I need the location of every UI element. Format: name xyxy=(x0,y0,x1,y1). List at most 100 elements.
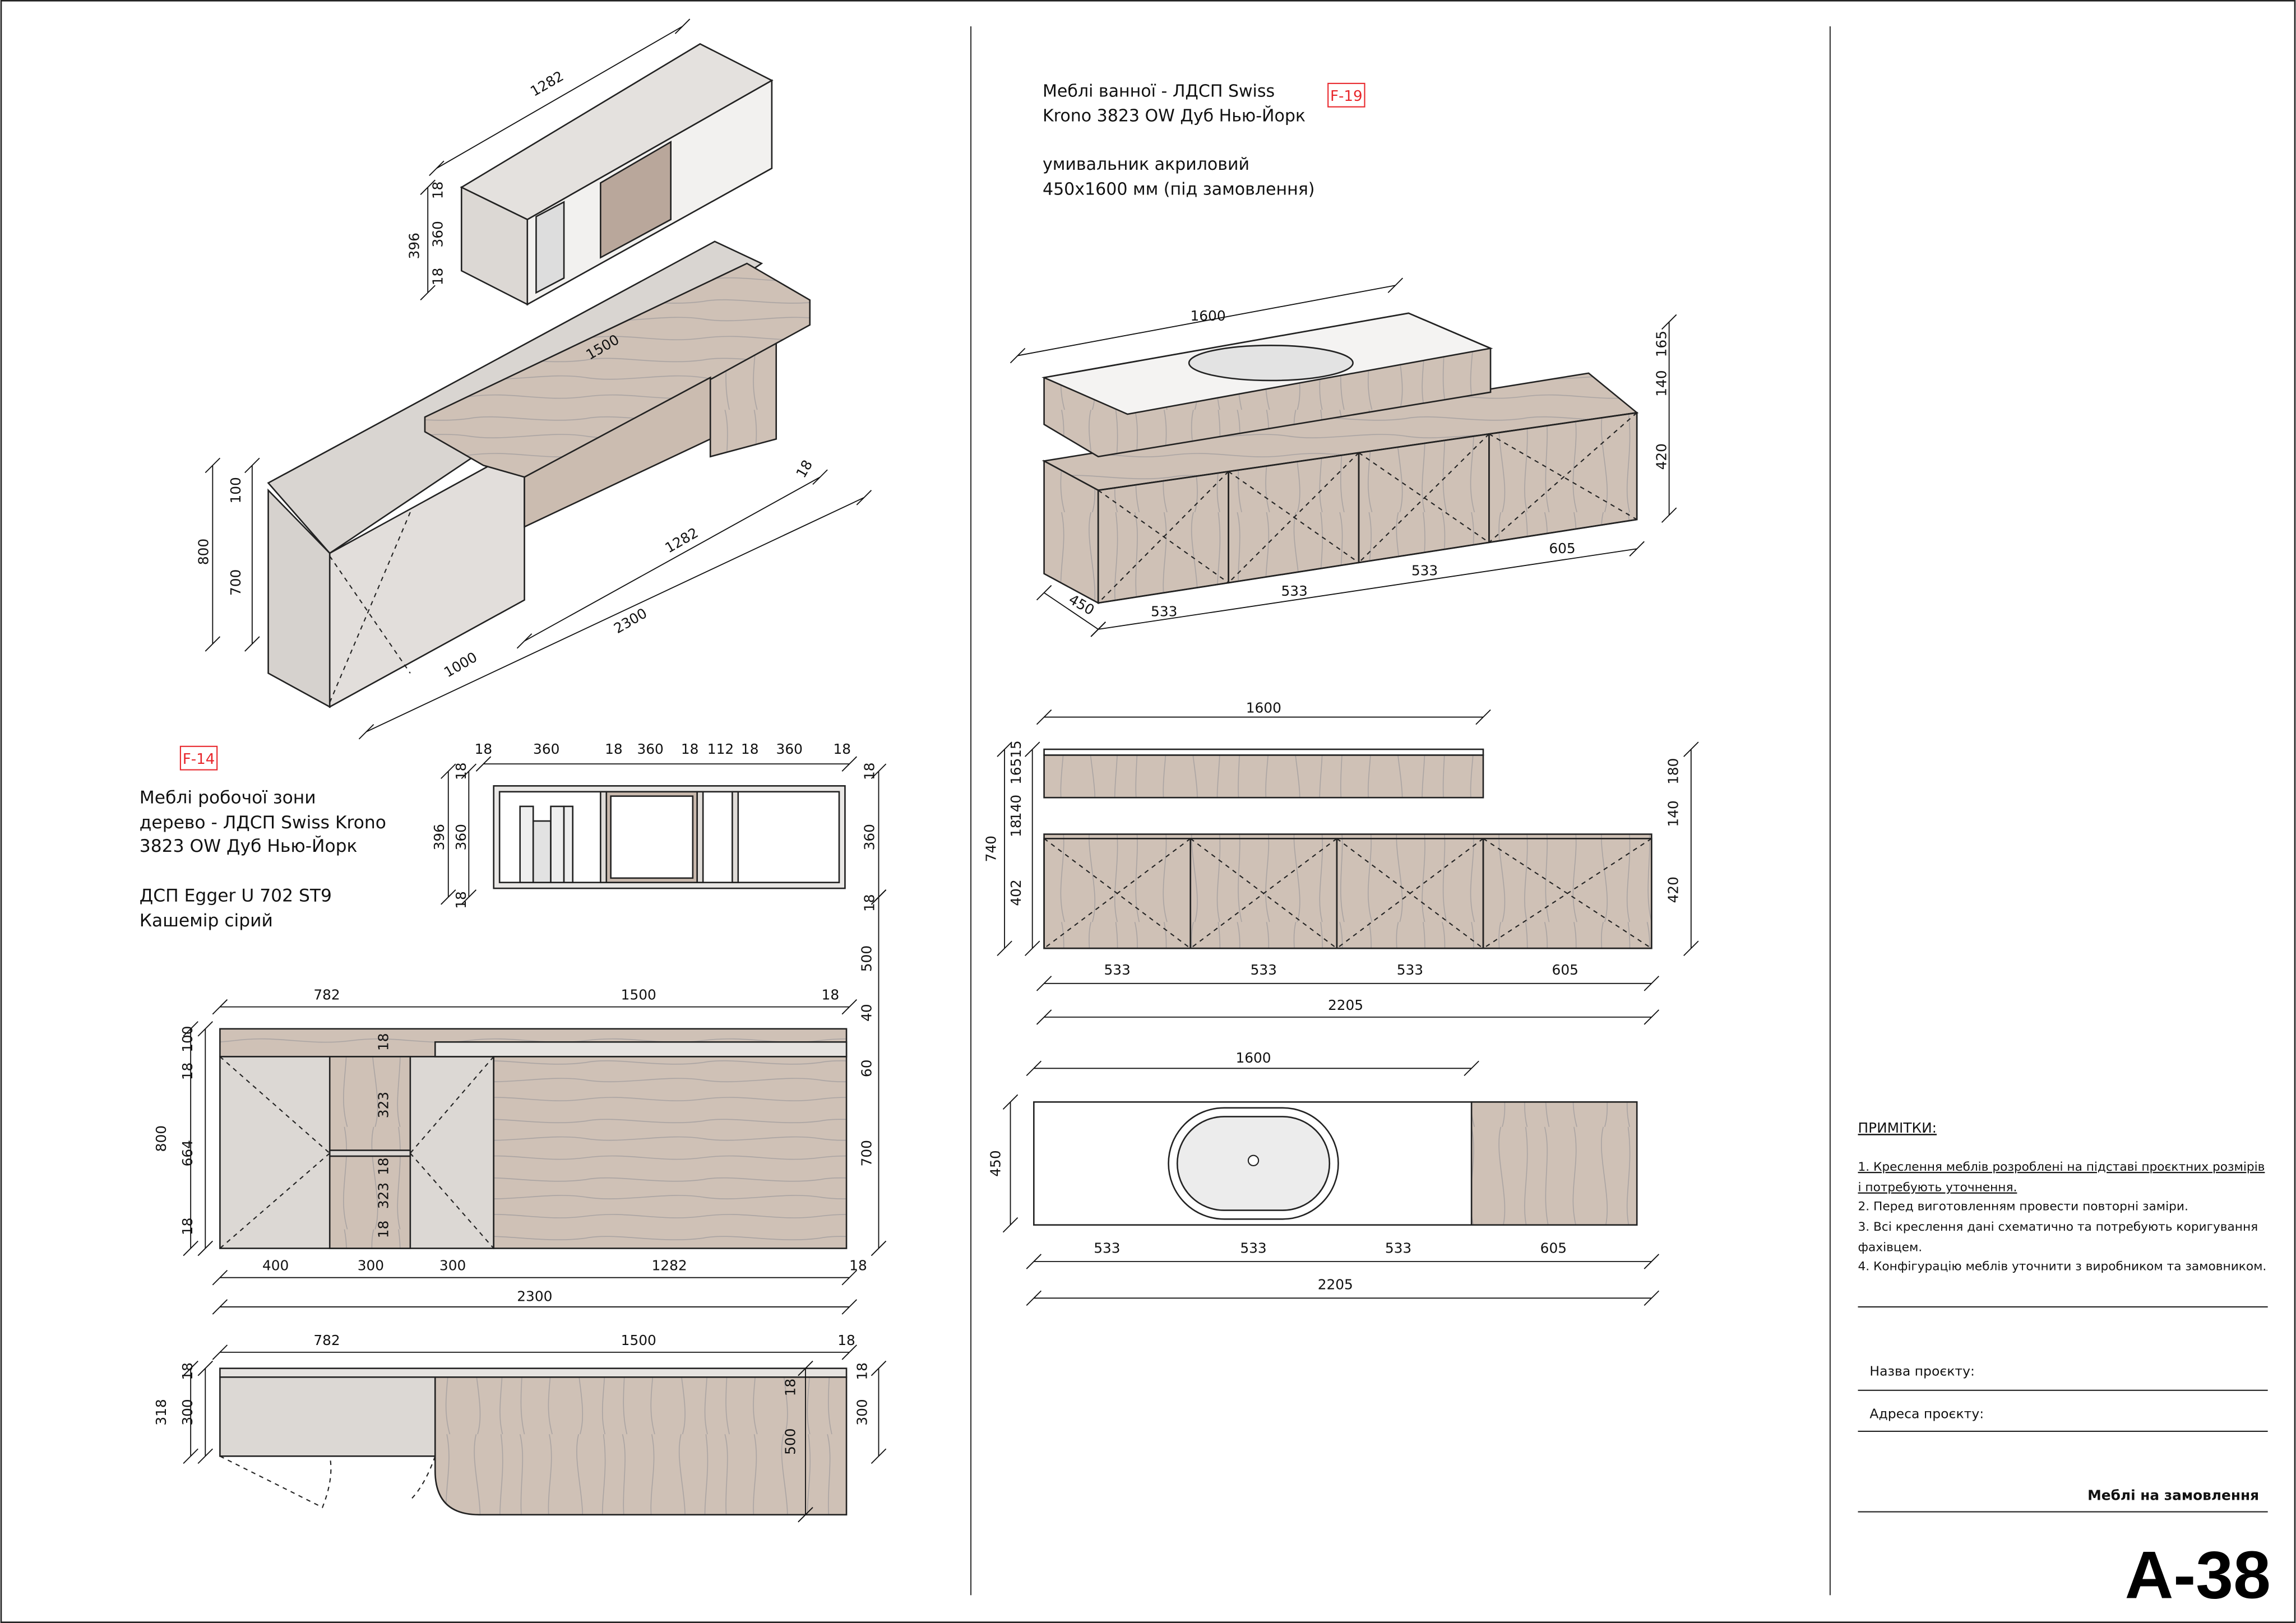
dimension-label: 318 xyxy=(153,1399,169,1425)
dimension-label: 18 xyxy=(179,1063,196,1081)
dimension-tick xyxy=(244,457,260,474)
dimension-label: 165 xyxy=(1653,331,1669,357)
dimension-tick xyxy=(212,999,228,1015)
f19-sink-2: 450x1600 мм (під замовлення) xyxy=(1043,179,1315,199)
dimension-label: 2205 xyxy=(1328,997,1363,1013)
dimension-tick xyxy=(871,1448,887,1464)
dimension-tick xyxy=(1644,1254,1660,1269)
dimension-tick xyxy=(516,633,533,649)
dimension-tick xyxy=(475,756,492,772)
dimension-label: 2205 xyxy=(1318,1277,1353,1293)
dimension-tick xyxy=(1024,741,1040,757)
f19-description-1: Меблі ванної - ЛДСП Swiss xyxy=(1043,81,1275,101)
f14-isometric-view xyxy=(267,43,811,708)
dimension-label: 40 xyxy=(858,1004,874,1022)
dimension-label: 533 xyxy=(1281,583,1307,599)
dimension-tick xyxy=(1036,709,1052,725)
dimension-label: 533 xyxy=(1094,1240,1120,1256)
dimension-tick xyxy=(871,1240,887,1256)
dimension-label: 533 xyxy=(1397,962,1423,978)
dimension-label: 180 xyxy=(1665,758,1681,785)
dimension-label: 782 xyxy=(313,987,340,1003)
f14-tag-box xyxy=(179,745,218,771)
dimension-label: 18 xyxy=(822,987,840,1003)
dimension-tick xyxy=(841,999,857,1015)
dimension-label: 18 xyxy=(837,1332,855,1348)
dimension-tick xyxy=(205,636,221,652)
dimension-label: 1500 xyxy=(621,987,656,1003)
f14-description-3: 3823 OW Дуб Нью-Йорк xyxy=(140,835,358,856)
dimension-tick xyxy=(871,1360,887,1376)
dimension-label: 420 xyxy=(1665,877,1681,903)
dimension-tick xyxy=(1475,709,1491,725)
dimension-label: 18 xyxy=(179,1218,196,1236)
f14-material2-1: ДСП Egger U 702 ST9 xyxy=(140,886,332,906)
dimension-label: 140 xyxy=(1653,370,1669,397)
dimension-label: 18 xyxy=(862,762,878,780)
dimension-label: 360 xyxy=(533,741,559,757)
dimension-label: 300 xyxy=(854,1399,871,1425)
dimension-label: 360 xyxy=(453,824,469,850)
dimension-tick xyxy=(358,724,374,740)
dimension-label: 402 xyxy=(1008,879,1024,906)
dimension-label: 360 xyxy=(429,221,446,247)
dimension-line xyxy=(1098,548,1637,630)
dimension-label: 323 xyxy=(376,1183,392,1209)
dimension-label: 18 xyxy=(475,741,493,757)
dimension-label: 1282 xyxy=(652,1258,687,1274)
dimension-label: 533 xyxy=(1251,962,1277,978)
dimension-label: 533 xyxy=(1240,1240,1266,1256)
dimension-tick xyxy=(871,889,887,905)
dimension-tick xyxy=(674,18,691,34)
dimension-tick xyxy=(1661,507,1677,523)
f19-description-2: Krono 3823 OW Дуб Нью-Йорк xyxy=(1043,106,1306,126)
dimension-label: 396 xyxy=(431,824,447,850)
dimension-tick xyxy=(197,1240,213,1256)
dimension-label: 500 xyxy=(858,945,874,972)
f19-plan-view xyxy=(1033,1101,1638,1226)
dimension-label: 18 xyxy=(793,457,816,481)
dimension-tick xyxy=(197,1021,213,1037)
f14-front-elevation xyxy=(219,1028,848,1249)
dimension-tick xyxy=(441,889,456,905)
dimension-label: 18 xyxy=(376,1033,392,1051)
dimension-label: 300 xyxy=(179,1399,196,1425)
f19-sink-1: умивальник акриловий xyxy=(1043,155,1249,174)
dimension-tick xyxy=(183,1360,198,1376)
dimension-tick xyxy=(183,1240,198,1256)
dimension-label: 800 xyxy=(196,539,212,565)
dimension-tick xyxy=(1090,622,1106,637)
dimension-label: 450 xyxy=(987,1150,1003,1176)
dimension-label: 1600 xyxy=(1246,700,1281,716)
dimension-tick xyxy=(1629,541,1645,557)
dimension-line xyxy=(436,26,683,169)
dimension-tick xyxy=(1661,314,1677,330)
dimension-label: 1282 xyxy=(527,68,566,100)
dimension-tick xyxy=(1036,1009,1052,1025)
f19-isometric-view xyxy=(1041,312,1639,605)
dimension-label: 18 xyxy=(376,1157,392,1175)
dimension-tick xyxy=(841,1270,857,1286)
project-name-label: Назва проєкту: xyxy=(1869,1364,1975,1379)
dimension-label: 533 xyxy=(1411,562,1438,578)
dimension-label: 140 xyxy=(1665,800,1681,827)
dimension-label: 18 xyxy=(783,1379,799,1397)
dimension-label: 18 xyxy=(741,741,759,757)
f19-tag: F-19 xyxy=(1330,88,1363,105)
dimension-tick xyxy=(183,1021,198,1037)
dimension-tick xyxy=(212,1344,228,1360)
dimension-label: 360 xyxy=(637,741,663,757)
dimension-tick xyxy=(856,490,872,506)
dimension-label: 300 xyxy=(439,1258,466,1274)
f14-tag: F-14 xyxy=(183,751,215,768)
dimension-tick xyxy=(798,1360,813,1376)
dimension-label: 533 xyxy=(1385,1240,1411,1256)
dimension-tick xyxy=(212,1299,228,1315)
dimension-label: 1500 xyxy=(621,1332,656,1348)
dimension-lines xyxy=(183,18,1699,1523)
dimension-tick xyxy=(1002,1217,1019,1233)
dimension-tick xyxy=(1683,940,1699,956)
dimension-tick xyxy=(1002,1094,1019,1110)
dimension-label: 800 xyxy=(153,1125,169,1152)
